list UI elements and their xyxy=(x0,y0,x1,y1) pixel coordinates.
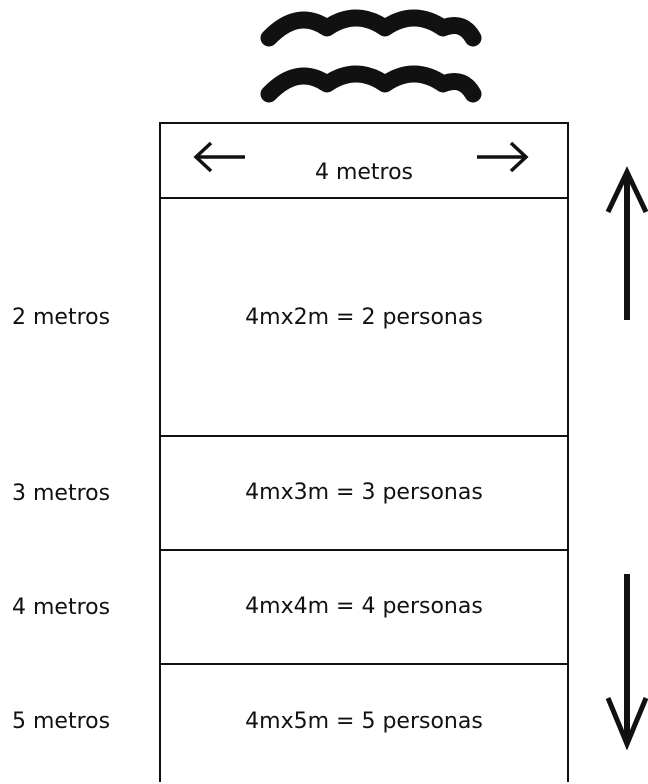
arrow-down-icon xyxy=(605,574,648,750)
row-5m: 4mx5m = 5 personas xyxy=(161,663,567,784)
side-label-4m: 4 metros xyxy=(12,595,111,620)
row-5m-text: 4mx5m = 5 personas xyxy=(245,709,483,734)
row-3m-text: 4mx3m = 3 personas xyxy=(245,480,483,505)
area-grid: 4 metros 4mx2m = 2 personas 4mx3m = 3 pe… xyxy=(159,122,569,782)
arrow-right-icon xyxy=(477,141,529,173)
side-label-5m: 5 metros xyxy=(12,709,111,734)
row-4m: 4mx4m = 4 personas xyxy=(161,549,567,665)
arrow-left-icon xyxy=(193,141,245,173)
row-4m-text: 4mx4m = 4 personas xyxy=(245,594,483,619)
width-header-row: 4 metros xyxy=(161,124,567,199)
water-waves-icon xyxy=(260,9,482,103)
row-2m-text: 4mx2m = 2 personas xyxy=(245,305,483,330)
width-label: 4 metros xyxy=(314,160,414,185)
side-label-3m: 3 metros xyxy=(12,481,111,506)
row-3m: 4mx3m = 3 personas xyxy=(161,435,567,551)
row-2m: 4mx2m = 2 personas xyxy=(161,197,567,437)
arrow-up-icon xyxy=(605,166,648,320)
side-label-2m: 2 metros xyxy=(12,305,111,330)
